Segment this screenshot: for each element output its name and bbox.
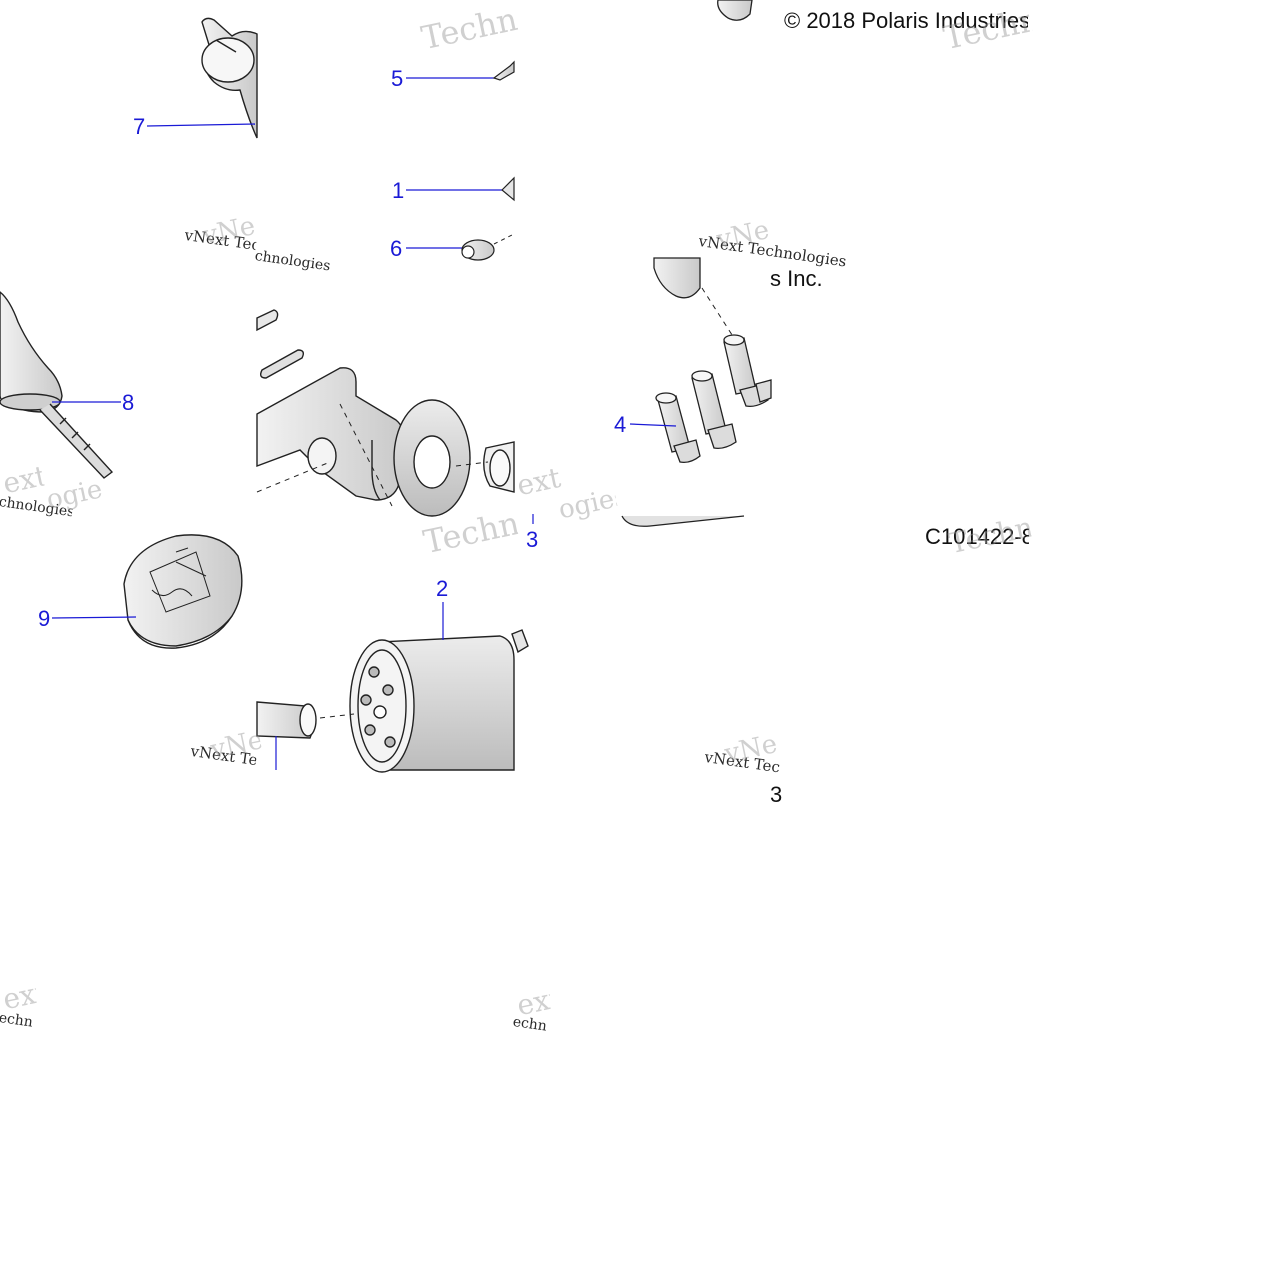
- copyright-text: © 2018 Polaris Industries: [784, 10, 1028, 32]
- bolts-part: [653, 257, 772, 464]
- callout-8: 8: [122, 390, 135, 415]
- callout-1: 1: [392, 178, 405, 203]
- callout-5: 5: [391, 66, 404, 91]
- dipstick-part: [0, 291, 114, 479]
- filter-adapter-part: [501, 176, 515, 202]
- drawing-number-tail: 3: [770, 782, 783, 807]
- copyright-tail-text: s Inc.: [770, 266, 823, 291]
- callout-4: 4: [614, 412, 627, 437]
- drawing-number: C101422-8: [925, 526, 1029, 548]
- callout-7: 7: [133, 114, 146, 139]
- filter-bracket-part: [256, 309, 515, 517]
- callout-3: 3: [526, 527, 539, 552]
- dipstick-tube-part: [201, 17, 258, 139]
- callout-6: 6: [390, 236, 403, 261]
- leader-4: [629, 423, 677, 427]
- washer-part: [461, 239, 495, 261]
- bolt-head-part: [717, 0, 753, 21]
- oil-cap-part: [123, 534, 243, 649]
- callout-9: 9: [38, 606, 51, 631]
- oil-filter-part: [256, 629, 529, 773]
- o-ring-part: [492, 60, 515, 81]
- callout-2: 2: [436, 576, 449, 601]
- leader-9: [51, 616, 137, 619]
- leader-7: [146, 123, 256, 127]
